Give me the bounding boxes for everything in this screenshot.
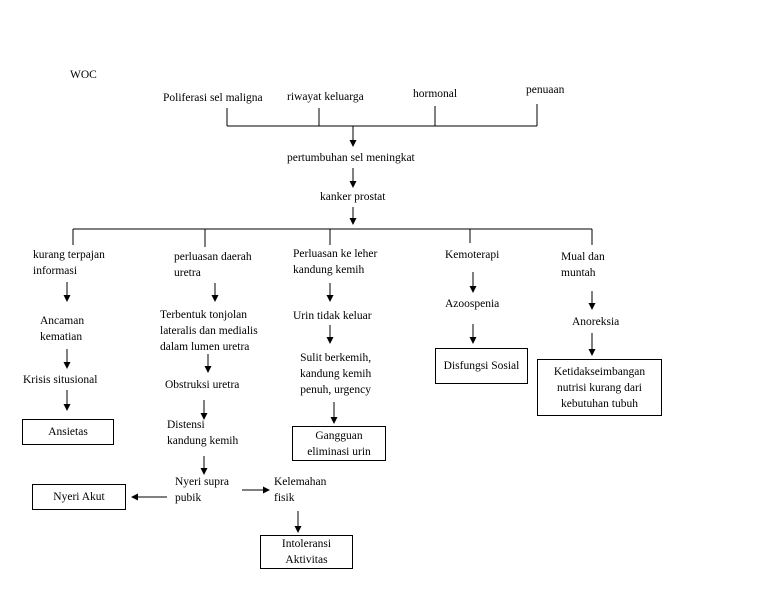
diagnosis-gangguan-eliminasi-label: Gangguan eliminasi urin <box>307 429 371 458</box>
cause-riwayat-keluarga: riwayat keluarga <box>287 91 364 103</box>
col4-kemoterapi: Kemoterapi <box>445 249 500 261</box>
col5-anoreksia: Anoreksia <box>572 316 620 328</box>
col4-azoospenia: Azoospenia <box>445 298 500 310</box>
diagnosis-disfungsi-sosial-label: Disfungsi Sosial <box>443 360 520 372</box>
cause-penuaan: penuaan <box>526 84 565 96</box>
node-kanker-prostat: kanker prostat <box>320 191 386 203</box>
diagnosis-intoleransi-aktivitas-label: Intoleransi Aktivitas <box>281 538 332 566</box>
diagnosis-disfungsi-sosial: Disfungsi Sosial <box>435 348 528 384</box>
diagnosis-ansietas: Ansietas <box>22 419 114 445</box>
col3-head: Perluasan ke leher kandung kemih <box>293 248 378 276</box>
col2-distensi: Distensi kandung kemih <box>167 419 239 447</box>
col1-krisis-situsional: Krisis situsional <box>23 374 98 386</box>
diagnosis-nyeri-akut: Nyeri Akut <box>32 484 126 510</box>
node-pertumbuhan-sel: pertumbuhan sel meningkat <box>287 152 415 164</box>
col2-tonjolan: Terbentuk tonjolan lateralis dan mediali… <box>160 309 258 353</box>
diagnosis-ansietas-label: Ansietas <box>48 426 88 438</box>
cause-poliferasi: Poliferasi sel maligna <box>163 92 263 104</box>
cause-hormonal: hormonal <box>413 88 458 100</box>
col2-obstruksi-uretra: Obstruksi uretra <box>165 379 240 391</box>
col5-head: Mual dan muntah <box>561 251 605 279</box>
diagnosis-gangguan-eliminasi: Gangguan eliminasi urin <box>292 426 386 461</box>
col1-head: kurang terpajan informasi <box>33 249 105 277</box>
col2-head: perluasan daerah uretra <box>174 251 252 279</box>
col3-sulit-berkemih: Sulit berkemih, kandung kemih penuh, urg… <box>300 352 372 396</box>
diagnosis-ketidakseimbangan-nutrisi-label: Ketidakseimbangan nutrisi kurang dari ke… <box>553 365 646 410</box>
col3-urin-tidak-keluar: Urin tidak keluar <box>293 310 372 322</box>
diagnosis-nyeri-akut-label: Nyeri Akut <box>53 491 105 503</box>
diagnosis-intoleransi-aktivitas: Intoleransi Aktivitas <box>260 535 353 569</box>
col2-nyeri-supra-pubik: Nyeri supra pubik <box>175 476 229 504</box>
col1-ancaman-kematian: Ancaman kematian <box>40 315 85 343</box>
col2-kelemahan-fisik: Kelemahan fisik <box>274 476 327 504</box>
diagnosis-ketidakseimbangan-nutrisi: Ketidakseimbangan nutrisi kurang dari ke… <box>537 359 662 416</box>
diagram-title: WOC <box>70 69 97 81</box>
